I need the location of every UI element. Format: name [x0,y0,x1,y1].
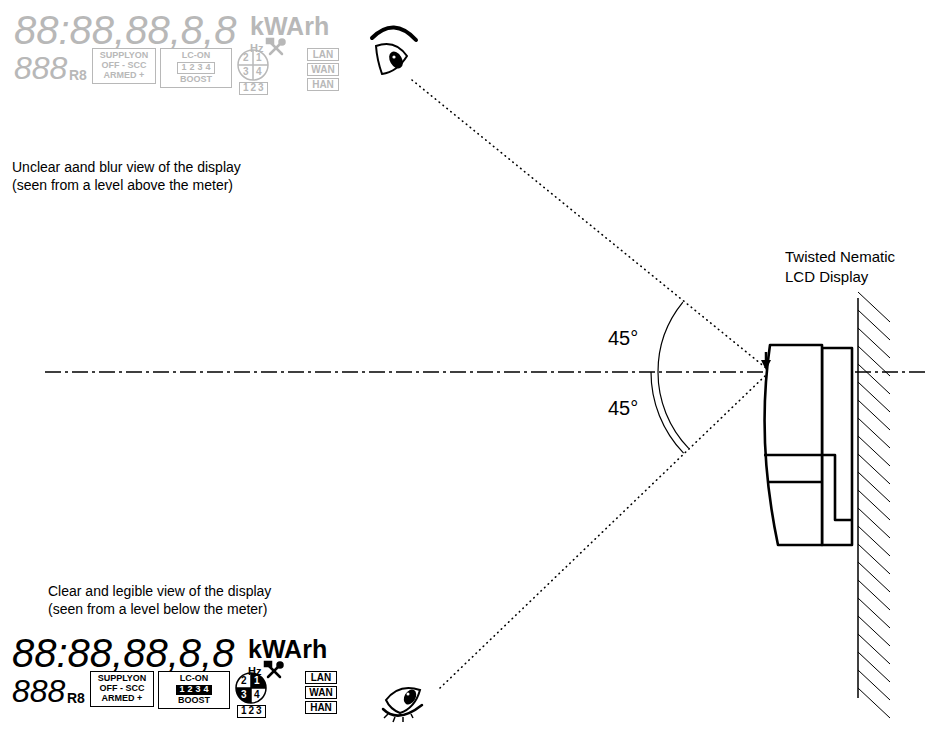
box-text: 1234 [176,685,211,695]
network-indicator: HAN [307,78,339,91]
segment-digits: 888 [12,675,65,709]
eye-icon [372,27,416,74]
load-control-box: LC-ON1234BOOST [158,671,230,709]
caption-text: Unclear aand blur view of the display [12,160,241,175]
angle-arc [651,372,684,453]
box-text: SUPPLYON [96,51,152,61]
box-text: BOOST [164,75,228,85]
phase-indicator: 123 [237,705,266,718]
segment-digits: 88:88,88,8,8 [14,9,236,51]
register-indicator: R8 [67,691,85,706]
angle-label: 45° [608,328,638,349]
segment-digits: 888 [14,52,67,86]
box-text: OFF - SCC [94,684,150,694]
pointer-arrow [761,352,771,370]
wrench-icon [267,39,285,54]
caption-text: (seen from a level above the meter) [12,178,233,193]
sight-line [440,375,766,688]
box-text: ARMED + [96,71,152,81]
box-text: BOOST [162,696,226,706]
eye-icon [383,687,422,722]
network-indicator: LAN [307,48,339,61]
network-indicator: WAN [305,686,337,699]
box-text: WAN [310,64,336,75]
quadrant-number: 1 [256,53,262,64]
network-indicator: HAN [305,701,337,714]
angle-arc [658,302,683,372]
quadrant-number: 4 [256,67,262,78]
wall-hatching [858,292,890,718]
meter-side-view [764,345,852,545]
status-box: SUPPLYONOFF - SCCARMED + [90,671,154,707]
quadrant-number: 4 [254,690,260,701]
box-text: ARMED + [94,694,150,704]
box-text: HAN [308,702,334,713]
unit-indicator: kWArh [248,636,327,662]
angle-arc [658,372,689,448]
box-text: WAN [308,687,334,698]
register-indicator: R8 [69,68,87,83]
angle-label: 45° [608,398,638,419]
part-label: Twisted Nematic LCD Display [785,247,910,286]
box-text: HAN [310,79,336,90]
quadrant-number: 3 [243,67,249,78]
box-text: LAN [308,672,334,683]
segment-digits: 88:88,88,8,8 [12,632,234,674]
load-control-box: LC-ON1234BOOST [160,48,232,88]
wall [857,298,859,698]
caption-text: Clear and legible view of the display [48,584,271,599]
caption-text: (seen from a level below the meter) [48,602,267,617]
quadrant-number: 1 [254,676,260,687]
box-text: LC-ON [164,51,228,61]
network-indicator: LAN [305,671,337,684]
sight-line [412,80,766,368]
wrench-icon [265,662,283,677]
box-text: 1234 [177,62,214,74]
box-text: LC-ON [162,674,226,684]
quadrant-symbol [236,673,266,703]
quadrant-number: 2 [241,676,247,687]
quadrant-symbol [238,50,268,80]
box-text: OFF - SCC [96,61,152,71]
network-indicator: WAN [307,63,339,76]
box-text: SUPPLYON [94,674,150,684]
phase-indicator: 123 [239,82,268,95]
status-box: SUPPLYONOFF - SCCARMED + [92,48,156,84]
quadrant-number: 3 [241,690,247,701]
unit-indicator: kWArh [250,13,329,39]
quadrant-number: 2 [243,53,249,64]
box-text: LAN [310,49,336,60]
